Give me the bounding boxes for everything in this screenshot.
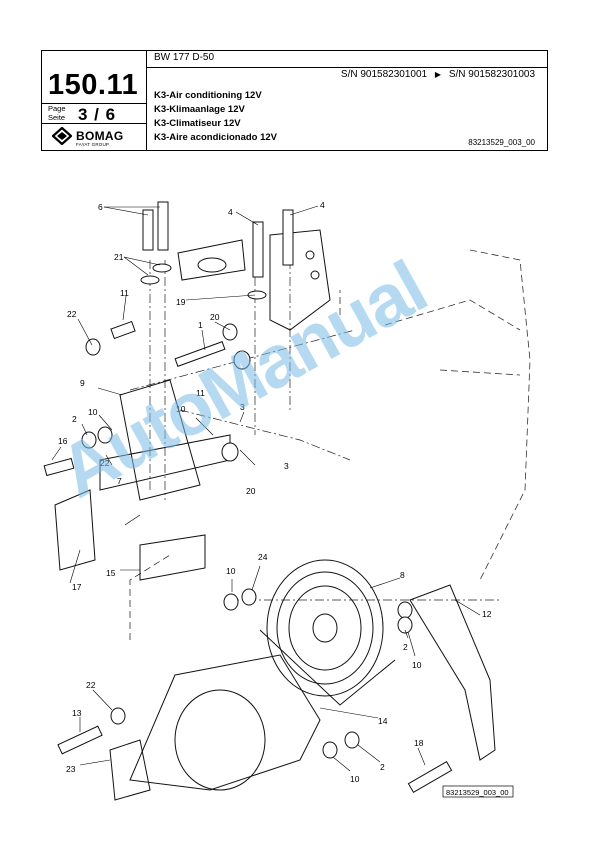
callout-label: 24 (258, 552, 268, 562)
callout-label: 2 (403, 642, 408, 652)
brand-name: BOMAG (76, 129, 124, 143)
callout-label: 20 (246, 486, 256, 496)
callout-label: 4 (228, 207, 233, 217)
title-en: K3-Air conditioning 12V (154, 90, 262, 101)
figure-id-box: 83213529_003_00 (442, 785, 514, 798)
callout-label: 9 (80, 378, 85, 388)
bracket-parts (54, 229, 331, 581)
page-label: Page Seite (48, 104, 66, 122)
page-label-de: Seite (48, 113, 66, 122)
title-fr: K3-Climatiseur 12V (154, 118, 241, 129)
bolts (43, 201, 453, 794)
callout-label: 3 (284, 461, 289, 471)
page-number: 150.11 (48, 69, 139, 101)
header-block: BW 177 D-50 S/N 901582301001 ▶ S/N 90158… (41, 50, 548, 151)
callout-label: 10 (176, 404, 186, 414)
callout-label: 18 (414, 738, 424, 748)
serial-range: S/N 901582301001 ▶ S/N 901582301003 (341, 69, 535, 80)
header-divider (42, 123, 146, 124)
callout-label: 20 (210, 312, 220, 322)
header-divider (42, 103, 146, 104)
brand-subtitle: FAYAT GROUP (76, 142, 110, 147)
callout-label: 10 (412, 660, 422, 670)
callout-label: 6 (98, 202, 103, 212)
callout-label: 22 (100, 458, 110, 468)
leader-lines (51, 205, 481, 772)
callout-label: 2 (380, 762, 385, 772)
callout-label: 7 (117, 476, 122, 486)
pulley-and-compressor (109, 559, 496, 801)
title-de: K3-Klimaanlage 12V (154, 104, 245, 115)
page-label-en: Page (48, 104, 66, 113)
callout-label: 12 (482, 609, 492, 619)
callout-label: 19 (176, 297, 186, 307)
callout-label: 13 (72, 708, 82, 718)
callout-label: 16 (58, 436, 68, 446)
callout-label: 2 (72, 414, 77, 424)
callout-label: 10 (350, 774, 360, 784)
callout-label: 22 (86, 680, 96, 690)
serial-from: S/N 901582301001 (340, 69, 428, 80)
callout-label: 22 (67, 309, 77, 319)
callout-label: 10 (88, 407, 98, 417)
title-list: K3-Air conditioning 12V K3-Klimaanlage 1… (154, 89, 277, 145)
callout-label: 17 (72, 582, 82, 592)
engine-outline (129, 249, 531, 640)
arrow-icon: ▶ (434, 70, 442, 79)
callout-label: 1 (198, 320, 203, 330)
callout-label: 11 (196, 388, 205, 398)
callout-label: 10 (226, 566, 236, 576)
exploded-parts-drawing: 6 4 4 21 19 11 22 20 1 9 10 11 2 3 16 10… (43, 200, 531, 801)
header-divider (146, 67, 548, 68)
callout-label: 4 (320, 200, 325, 210)
bomag-logo-icon (52, 127, 72, 145)
callout-labels: 6 4 4 21 19 11 22 20 1 9 10 11 2 3 16 10… (58, 200, 492, 784)
callout-label: 11 (120, 288, 129, 298)
header-divider (146, 51, 147, 151)
serial-to: S/N 901582301003 (448, 69, 535, 80)
callout-label: 3 (240, 402, 245, 412)
callout-label: 15 (106, 568, 116, 578)
callout-label: 21 (114, 252, 124, 262)
figure-id: 83213529_003_00 (446, 788, 509, 797)
page-fraction: 3 / 6 (78, 105, 117, 124)
callout-label: 8 (400, 570, 405, 580)
callout-label: 14 (378, 716, 388, 726)
model-name: BW 177 D-50 (154, 52, 215, 63)
title-es: K3-Aire acondicionado 12V (154, 132, 278, 143)
document-number: 83213529_003_00 (468, 138, 535, 147)
callout-label: 23 (66, 764, 76, 774)
